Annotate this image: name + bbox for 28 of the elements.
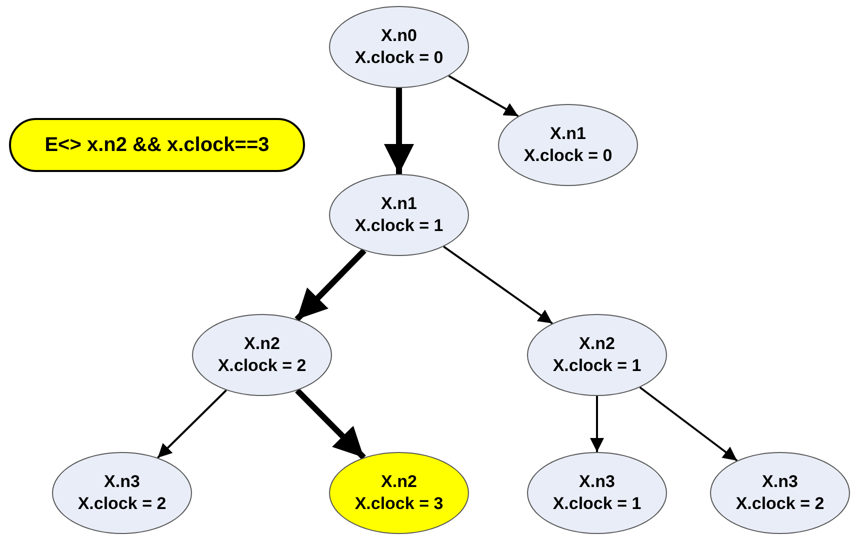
state-name: X.n3 xyxy=(104,471,140,493)
state-name: X.n0 xyxy=(381,25,417,47)
state-name: X.n3 xyxy=(579,471,615,493)
arrow xyxy=(157,390,227,458)
state-value: X.clock = 2 xyxy=(78,493,166,515)
state-value: X.clock = 3 xyxy=(354,493,444,515)
arrow xyxy=(590,396,604,452)
state-name: X.n3 xyxy=(762,471,798,493)
state-value: X.clock = 1 xyxy=(552,355,642,377)
state-value: X.clock = 2 xyxy=(736,493,824,515)
arrow xyxy=(448,74,519,118)
state-value: X.clock = 1 xyxy=(552,493,642,515)
state-name: E<> x.n2 && x.clock==3 xyxy=(44,133,270,158)
arrow xyxy=(443,246,553,324)
arrow xyxy=(294,248,366,322)
arrow xyxy=(295,388,366,460)
state-name: X.n1 xyxy=(550,123,586,145)
state-name: X.n2 xyxy=(579,333,615,355)
state-name: X.n2 xyxy=(381,471,417,493)
arrow xyxy=(639,386,738,462)
state-name: X.n1 xyxy=(381,193,417,215)
state-value: X.clock = 1 xyxy=(354,215,444,237)
query-pill xyxy=(9,118,305,172)
state-value: X.clock = 0 xyxy=(354,47,444,69)
state-name: X.n2 xyxy=(244,333,280,355)
arrow xyxy=(384,88,414,174)
state-value: X.clock = 0 xyxy=(524,145,612,167)
state-value: X.clock = 2 xyxy=(218,355,306,377)
